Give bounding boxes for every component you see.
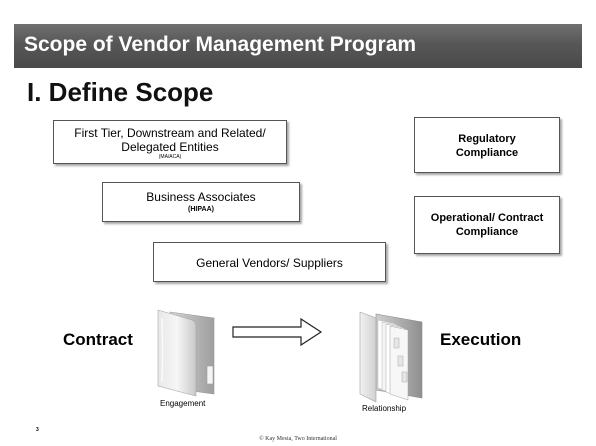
first-tier-subtitle: (MA/ACA) <box>158 154 182 160</box>
execution-label: Execution <box>440 330 522 349</box>
relationship-caption: Relationship <box>362 404 407 413</box>
general-vendors-box: General Vendors/ Suppliers <box>153 242 386 282</box>
regulatory-line1: Regulatory <box>458 133 516 145</box>
business-associates-box: Business Associates (HIPAA) <box>102 182 300 222</box>
contract-label: Contract <box>63 330 133 349</box>
filled-folder-icon <box>359 311 423 403</box>
right-arrow-icon <box>232 317 323 347</box>
empty-folder-icon <box>157 309 215 397</box>
first-tier-line2: Delegated Entities <box>121 140 219 154</box>
general-vendors-label: General Vendors/ Suppliers <box>196 256 343 270</box>
operational-line2: Compliance <box>455 226 519 238</box>
business-associates-subtitle: (HIPAA) <box>188 206 214 213</box>
page-number: 3 <box>36 427 39 433</box>
operational-line1: Operational/ Contract <box>430 212 544 224</box>
regulatory-line2: Compliance <box>455 147 519 159</box>
title-bar: Scope of Vendor Management Program <box>14 24 582 68</box>
slide-title: Scope of Vendor Management Program <box>24 33 417 56</box>
first-tier-line1: First Tier, Downstream and Related/ <box>74 126 266 140</box>
engagement-caption: Engagement <box>160 399 206 408</box>
operational-compliance-box: Operational/ Contract Compliance <box>414 196 560 254</box>
first-tier-entities-box: First Tier, Downstream and Related/ Dele… <box>53 120 287 164</box>
regulatory-compliance-box: Regulatory Compliance <box>414 117 560 173</box>
copyright-footer: © Kay Mesia, Two International <box>259 436 337 442</box>
section-heading: I. Define Scope <box>27 77 214 107</box>
business-associates-label: Business Associates <box>146 190 256 204</box>
